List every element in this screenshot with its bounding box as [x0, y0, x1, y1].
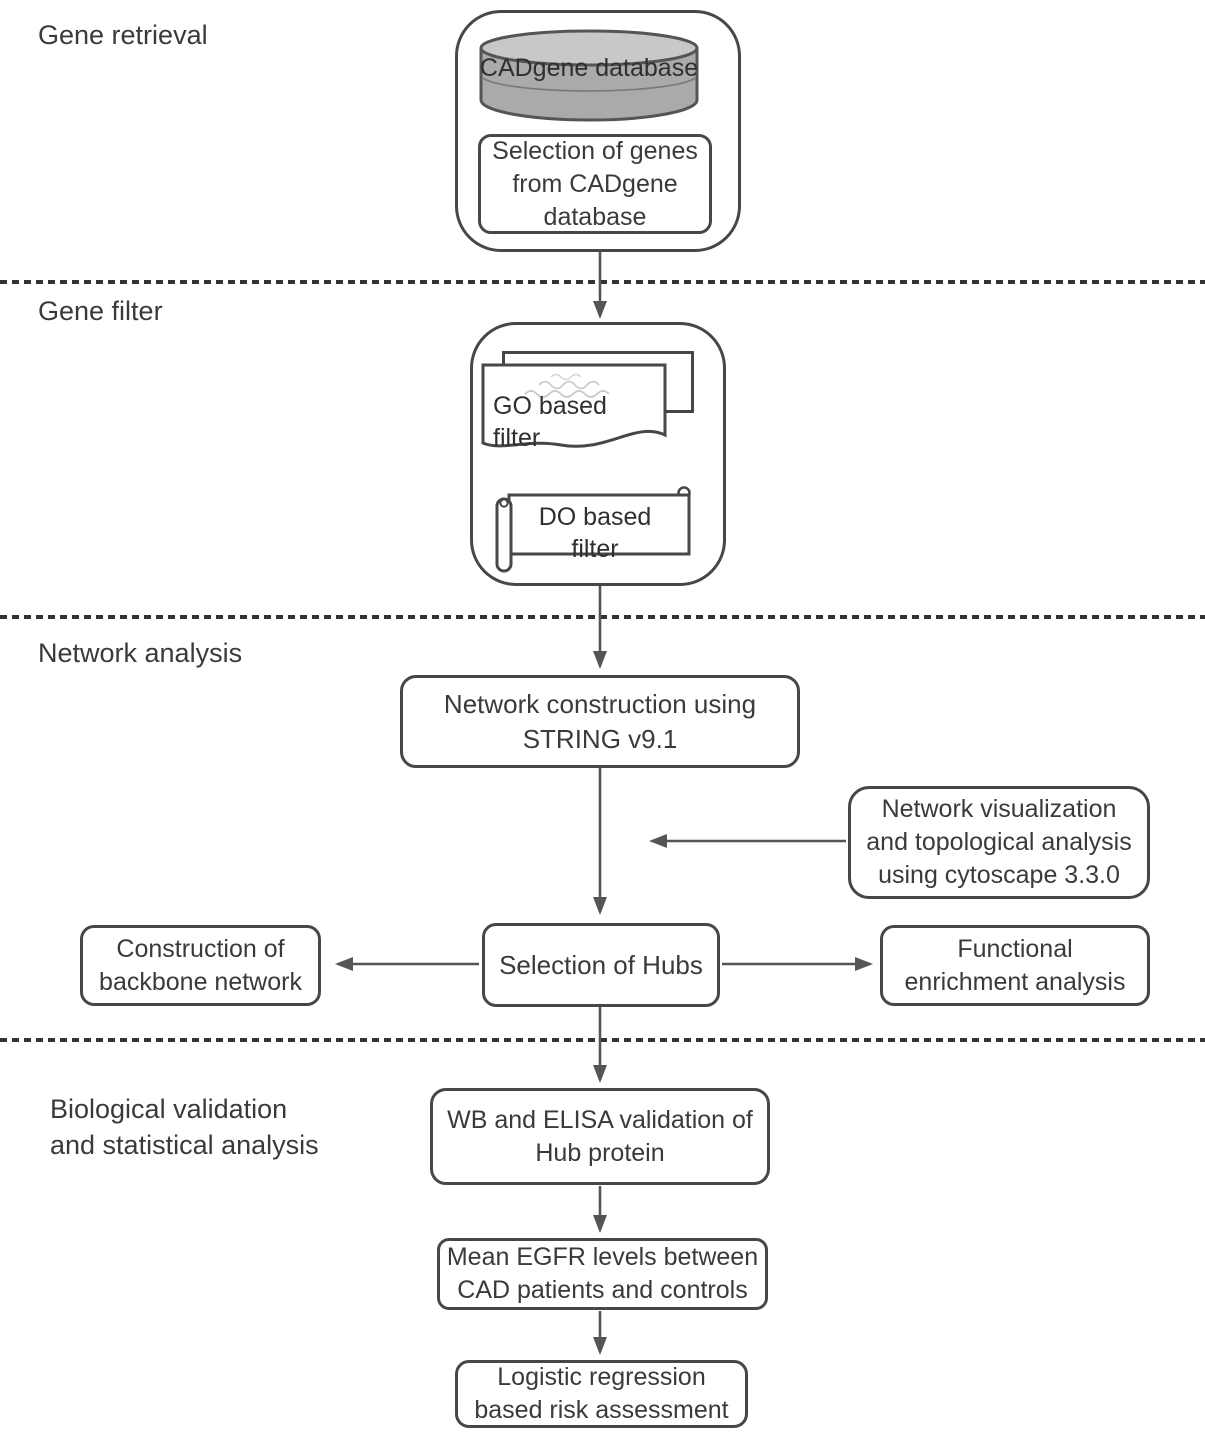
node-logistic-regression: Logistic regression based risk assessmen…	[455, 1360, 748, 1428]
go-filter-label: GO based filter	[493, 392, 607, 452]
node-hub-selection: Selection of Hubs	[482, 923, 720, 1007]
node-gene-selection: Selection of genes from CADgene database	[478, 134, 712, 234]
node-egfr-levels: Mean EGFR levels between CAD patients an…	[437, 1238, 768, 1310]
node-network-construction: Network construction using STRING v9.1	[400, 675, 800, 768]
node-functional-enrichment: Functional enrichment analysis	[880, 925, 1150, 1006]
document-icon	[481, 363, 667, 448]
section-divider-1	[0, 280, 1205, 284]
section-label-gene-filter: Gene filter	[38, 296, 163, 326]
section-label-network-analysis: Network analysis	[38, 638, 243, 668]
cadgene-database-label: CADgene database	[479, 54, 699, 82]
section-label-gene-retrieval: Gene retrieval	[38, 20, 208, 50]
node-network-visualization: Network visualization and topological an…	[848, 786, 1150, 899]
section-divider-2	[0, 615, 1205, 619]
scroll-icon	[495, 486, 691, 573]
database-cylinder-icon	[479, 29, 699, 122]
node-backbone-network: Construction of backbone network	[80, 925, 321, 1006]
node-wb-elisa-validation: WB and ELISA validation of Hub protein	[430, 1088, 770, 1185]
section-divider-3	[0, 1038, 1205, 1042]
do-filter-label: DO based filter	[538, 503, 652, 563]
section-label-biological-validation: Biological validation and statistical an…	[50, 1094, 319, 1160]
